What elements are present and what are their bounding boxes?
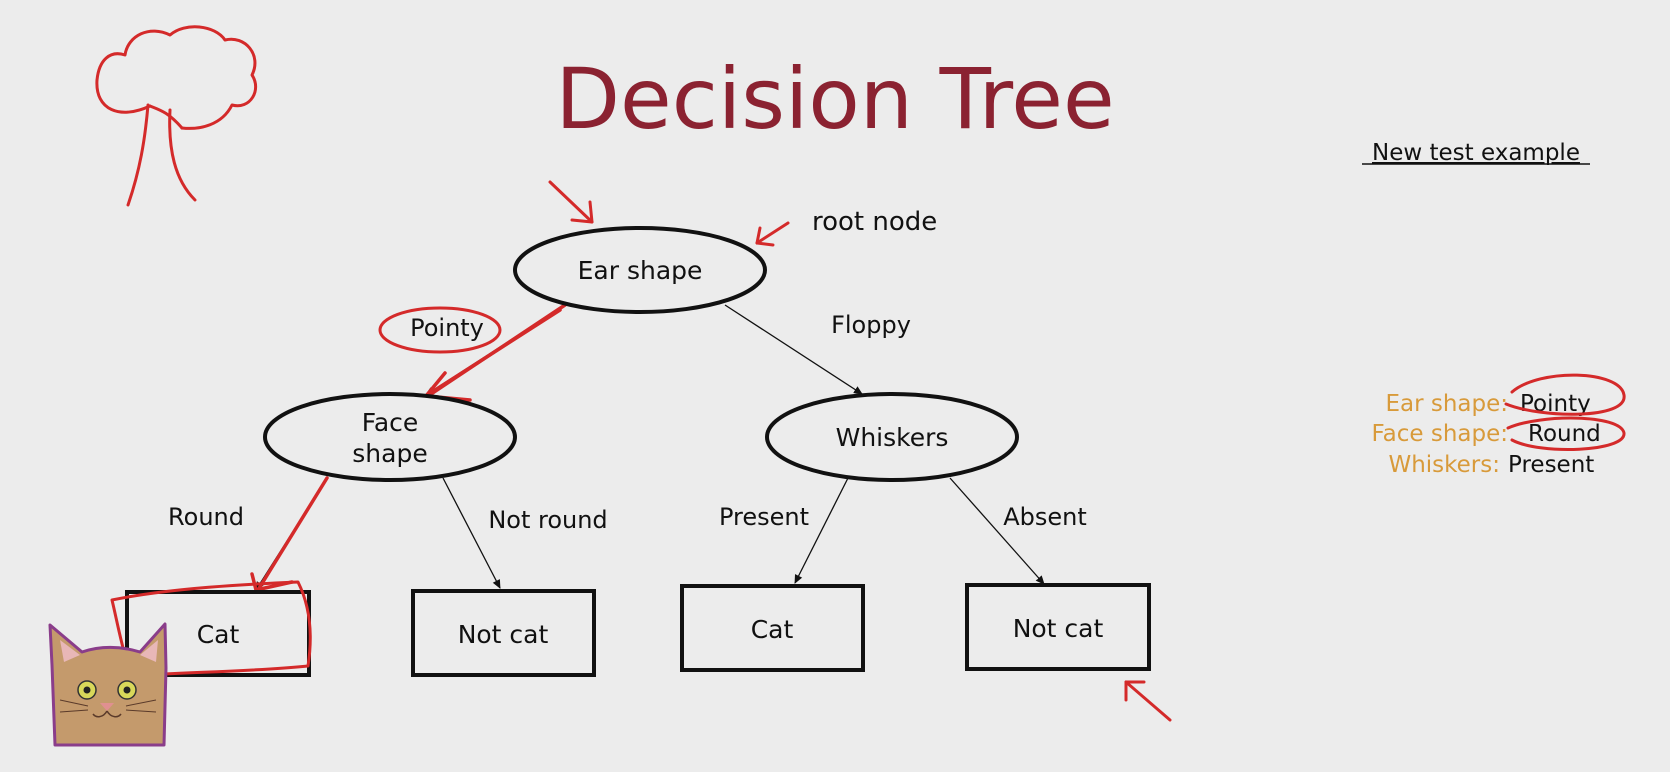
leaf-node	[411, 589, 596, 677]
root-node-label: Ear shape	[578, 256, 703, 285]
face-shape-label-line1: Face	[362, 408, 419, 437]
edge-label-pointy: Pointy	[410, 314, 484, 342]
edge-label-present: Present	[719, 503, 809, 531]
leaf-label: Cat	[197, 620, 240, 649]
face-shape-node	[263, 392, 517, 482]
leaf-label: Cat	[751, 615, 794, 644]
feature-attr-label: Face shape:	[1372, 421, 1508, 447]
feature-attr-label: Whiskers:	[1388, 452, 1500, 478]
leaf-label: Not cat	[458, 620, 549, 649]
test-example-features: Ear shape: Pointy Face shape: Round Whis…	[1372, 391, 1601, 478]
leaf-node	[965, 583, 1151, 671]
edge-absent	[949, 477, 1045, 585]
edge-label-absent: Absent	[1003, 503, 1087, 531]
pointer-arrow-icon	[548, 180, 594, 224]
edge-not-round	[442, 477, 501, 589]
pointer-arrow-icon	[755, 221, 790, 247]
edge-label-floppy: Floppy	[831, 311, 911, 339]
pointy-circle-annotation	[378, 306, 502, 354]
edge-label-round: Round	[168, 503, 244, 531]
feature-attr-label: Ear shape:	[1385, 391, 1508, 417]
feature-value: Round	[1528, 421, 1601, 447]
leaf-node	[680, 584, 865, 672]
pointer-arrow-icon	[1124, 680, 1172, 722]
test-value-highlights	[1504, 373, 1626, 452]
edge-floppy	[724, 304, 863, 395]
whiskers-node	[765, 392, 1019, 482]
slide-title: Decision Tree	[555, 50, 1114, 148]
edge-present	[794, 477, 849, 584]
feature-value: Present	[1508, 452, 1594, 478]
test-example-heading: New test example	[1372, 140, 1580, 166]
tree-doodle-icon	[95, 25, 258, 207]
edge-label-not-round: Not round	[488, 506, 607, 534]
root-node-annotation: root node	[812, 207, 937, 237]
face-shape-label-line2: shape	[352, 439, 427, 468]
leaf-label: Not cat	[1013, 614, 1104, 643]
root-node	[513, 226, 767, 314]
cat-icon	[48, 622, 168, 747]
whiskers-label: Whiskers	[836, 423, 949, 452]
